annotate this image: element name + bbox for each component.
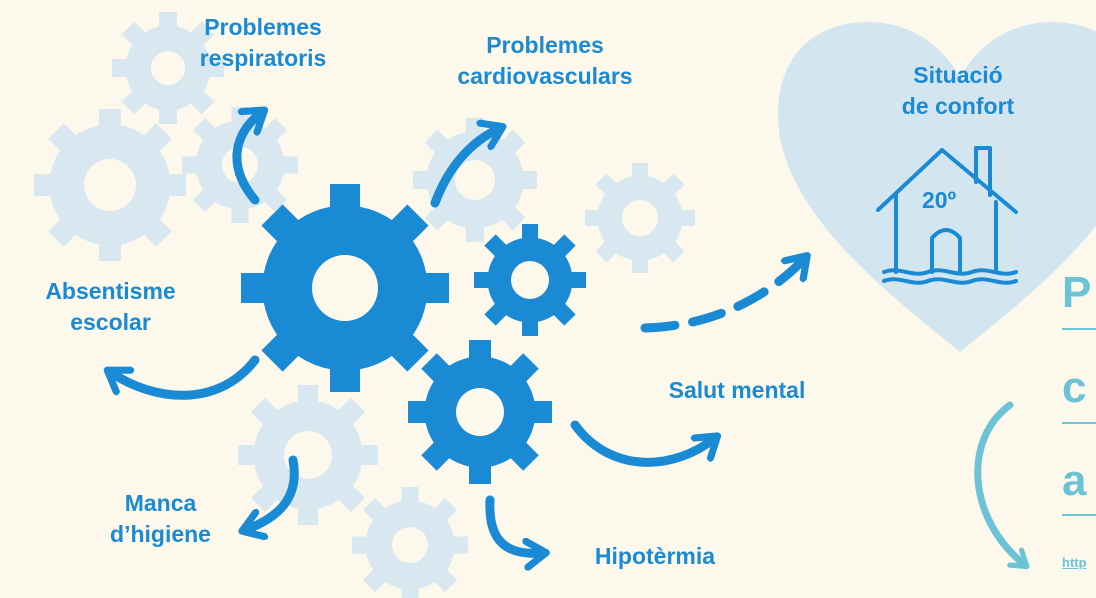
side-letter-p: P	[1062, 268, 1092, 317]
label-line: d’higiene	[110, 521, 211, 547]
faded-gear-icon	[352, 487, 468, 598]
arrows	[110, 112, 805, 553]
faded-gear-icon	[585, 163, 695, 273]
arrow-respiratory	[232, 112, 262, 205]
label-line: Manca	[124, 490, 197, 516]
label-school-absenteeism: Absentisme escolar	[8, 276, 213, 338]
arrow-hypothermia	[485, 495, 543, 553]
heart-title-line: Situació	[913, 62, 1003, 88]
label-respiratory-problems: Problemes respiratoris	[168, 12, 358, 74]
medium-gear-icon	[408, 340, 552, 484]
heart-title-line: de confort	[901, 93, 1015, 119]
label-line: escolar	[70, 309, 151, 335]
label-line: respiratoris	[199, 45, 327, 71]
arrow-absenteeism	[110, 355, 260, 400]
faded-gear-icon	[34, 109, 186, 261]
side-letter-c: c	[1062, 363, 1087, 412]
heart-shape	[778, 22, 1096, 352]
main-gears	[241, 184, 586, 484]
swoosh-arrow	[974, 401, 1025, 565]
house-icon	[876, 146, 1018, 285]
label-hypothermia: Hipotèrmia	[594, 543, 716, 569]
arrow-comfort-dashed	[640, 258, 805, 333]
label-mental-health: Salut mental	[668, 377, 806, 403]
label-line: cardiovasculars	[457, 63, 633, 89]
label-line: Problemes	[486, 32, 604, 58]
label-cardiovascular-problems: Problemes cardiovasculars	[415, 30, 675, 92]
heart-title: Situació de confort	[860, 60, 1056, 122]
temperature-label: 20º	[922, 187, 956, 213]
arrow-mental	[570, 420, 715, 467]
arrow-hygiene	[245, 455, 299, 530]
faded-gear-icon	[413, 118, 537, 242]
side-letter-a: a	[1062, 456, 1087, 505]
faded-gear-icon	[112, 12, 224, 124]
side-divider	[1062, 328, 1096, 330]
small-gear-icon	[474, 224, 586, 336]
arrow-cardio	[430, 128, 500, 208]
large-gear-icon	[241, 184, 449, 392]
label-lack-of-hygiene: Manca d’higiene	[78, 488, 243, 550]
label-line: Problemes	[204, 14, 322, 40]
side-divider	[1062, 514, 1096, 516]
faded-gear-icon	[238, 385, 378, 525]
source-link[interactable]: http	[1062, 555, 1087, 570]
side-divider	[1062, 422, 1096, 424]
label-line: Absentisme	[45, 278, 176, 304]
